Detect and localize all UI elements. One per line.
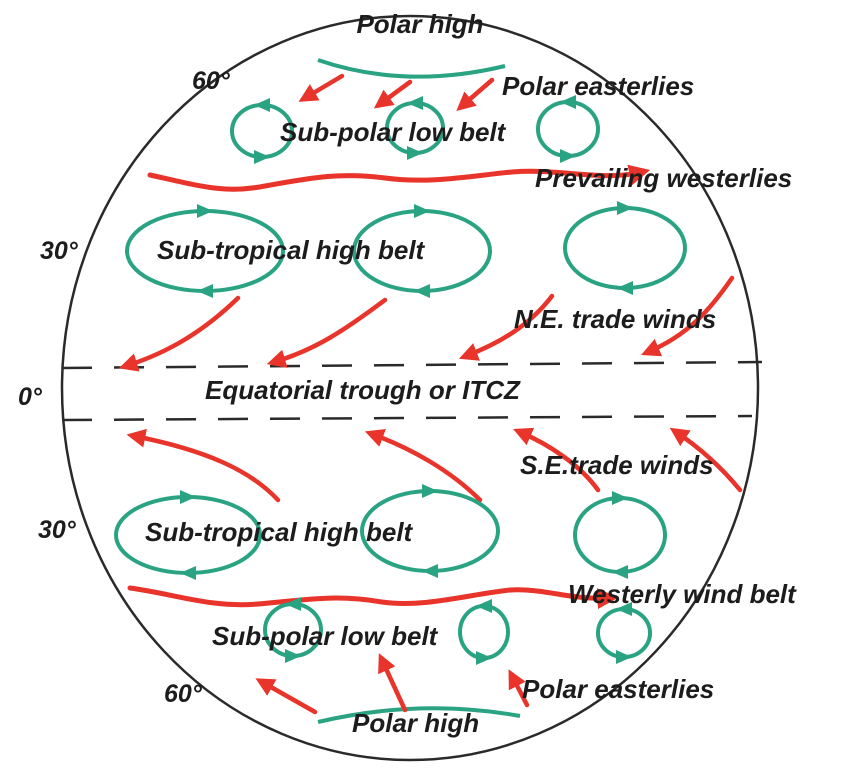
polar-easterly-arrow bbox=[373, 79, 413, 109]
ne-trade-wind-arrow bbox=[641, 275, 735, 357]
circulation-arrowhead bbox=[612, 565, 628, 579]
ne-trade-wind-arrow bbox=[118, 295, 241, 372]
label-subpolar-low-north: Sub-polar low belt bbox=[280, 117, 507, 147]
se-trade-wind-arrow bbox=[126, 428, 281, 503]
westerly-wind-belt-arrow bbox=[127, 585, 619, 610]
subpolar-low-cell bbox=[458, 604, 510, 660]
circulation-arrowhead bbox=[422, 484, 438, 498]
label-subtropical-high-north: Sub-tropical high belt bbox=[157, 235, 426, 265]
circulation-arrowhead bbox=[616, 650, 632, 664]
subpolar-low-cells-south bbox=[263, 597, 652, 665]
polar-easterlies-arrows-south bbox=[255, 653, 530, 715]
equatorial-boundary-south bbox=[61, 414, 753, 422]
polar-easterly-arrow bbox=[255, 678, 318, 715]
circulation-arrowhead bbox=[414, 284, 430, 298]
polar-easterly-arrow bbox=[508, 669, 530, 708]
polar-easterly-arrow bbox=[456, 77, 495, 111]
circulation-arrowhead bbox=[254, 150, 270, 164]
latitude-30-north: 30° bbox=[40, 237, 79, 265]
circulation-arrowhead bbox=[414, 204, 430, 218]
circulation-arrowhead bbox=[612, 491, 628, 505]
polar-high-cap-south bbox=[317, 706, 521, 724]
label-subtropical-high-south: Sub-tropical high belt bbox=[145, 517, 414, 547]
se-trade-wind-arrow bbox=[669, 427, 743, 493]
polar-easterlies-arrows-north bbox=[298, 73, 495, 111]
subpolar-low-cells-north bbox=[230, 95, 600, 164]
circulation-arrowhead bbox=[617, 201, 633, 215]
label-polar-easterlies-north: Polar easterlies bbox=[502, 71, 694, 101]
label-polar-high-south: Polar high bbox=[352, 708, 479, 738]
circulation-arrowhead bbox=[197, 204, 213, 218]
polar-easterly-arrow bbox=[298, 73, 345, 102]
circulation-arrowhead bbox=[180, 490, 196, 504]
ne-trade-wind-arrow bbox=[266, 297, 388, 368]
subtropical-high-cells-north bbox=[125, 201, 687, 298]
subtropical-high-cell bbox=[563, 206, 687, 290]
latitude-60-south: 60° bbox=[164, 680, 203, 708]
prevailing-westerlies-arrow bbox=[147, 164, 651, 192]
label-subpolar-low-south: Sub-polar low belt bbox=[212, 621, 439, 651]
label-polar-high-north: Polar high bbox=[356, 9, 483, 39]
circulation-arrowhead bbox=[254, 98, 270, 112]
label-westerly-wind-belt: Westerly wind belt bbox=[568, 579, 797, 609]
label-se-trade-winds: S.E.trade winds bbox=[520, 450, 714, 480]
ne-trade-wind-arrows bbox=[118, 275, 735, 372]
ne-trade-wind-arrow bbox=[458, 293, 555, 361]
circulation-arrowhead bbox=[407, 146, 423, 160]
circulation-arrowhead bbox=[616, 602, 632, 616]
label-ne-trade-winds: N.E. trade winds bbox=[514, 304, 716, 334]
circulation-arrowhead bbox=[476, 599, 492, 613]
polar-high-cap-north bbox=[317, 58, 506, 79]
circulation-arrowhead bbox=[476, 651, 492, 665]
label-equatorial-trough: Equatorial trough or ITCZ bbox=[205, 375, 521, 405]
circulation-arrowhead bbox=[560, 149, 576, 163]
subpolar-low-cell bbox=[536, 100, 600, 158]
latitude-60-north: 60° bbox=[192, 67, 231, 95]
circulation-arrowhead bbox=[422, 564, 438, 578]
label-prevailing-westerlies: Prevailing westerlies bbox=[535, 163, 792, 193]
equatorial-boundary-north bbox=[61, 360, 763, 370]
se-trade-wind-arrows bbox=[126, 427, 743, 503]
circulation-arrowhead bbox=[285, 597, 301, 611]
label-polar-easterlies-south: Polar easterlies bbox=[522, 674, 714, 704]
latitude-equator: 0° bbox=[18, 383, 43, 411]
circulation-arrowhead bbox=[407, 96, 423, 110]
se-trade-wind-arrow bbox=[364, 429, 483, 503]
subtropical-high-cell bbox=[573, 496, 667, 574]
globe-outline bbox=[60, 14, 760, 762]
se-trade-wind-arrow bbox=[513, 427, 601, 493]
circulation-arrowhead bbox=[285, 649, 301, 663]
subpolar-low-cell bbox=[596, 607, 652, 659]
polar-easterly-arrow bbox=[378, 653, 408, 713]
circulation-arrowhead bbox=[180, 566, 196, 580]
circulation-arrowhead bbox=[617, 281, 633, 295]
circulation-arrowhead bbox=[560, 95, 576, 109]
circulation-arrowhead bbox=[197, 284, 213, 298]
subtropical-high-cells-south bbox=[114, 484, 667, 580]
latitude-30-south: 30° bbox=[38, 516, 77, 544]
